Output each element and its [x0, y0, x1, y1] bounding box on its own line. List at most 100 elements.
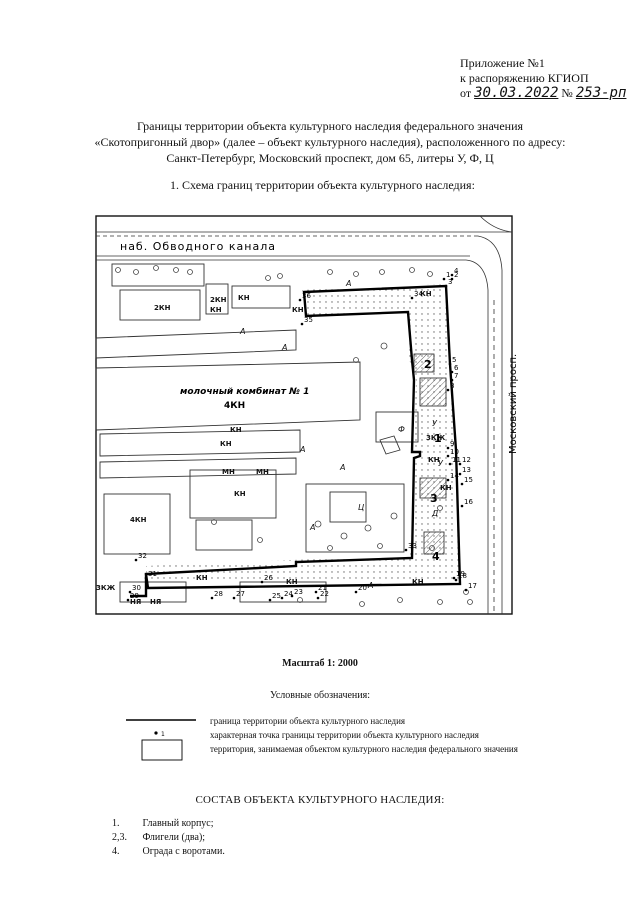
boundary-point-label: 21 — [318, 584, 327, 592]
boundary-point-label: 32 — [138, 552, 147, 560]
boundary-point-marker — [448, 462, 452, 466]
boundary-point-marker — [442, 277, 446, 281]
boundary-point-label: 15 — [464, 476, 473, 484]
boundary-point-marker — [268, 598, 272, 602]
building-code: НЯ — [150, 598, 161, 606]
boundary-point-label: 26 — [264, 574, 273, 582]
building-code: КН — [420, 290, 432, 298]
label-factory-code: 4КН — [224, 401, 245, 411]
area-letter: Д — [431, 509, 438, 518]
composition-item-text: Ограда с воротами. — [142, 846, 225, 857]
boundary-point-marker — [290, 594, 294, 598]
appendix-date: 30.03.2022 — [474, 85, 559, 101]
building-code: 2КН — [154, 304, 171, 312]
boundary-point-label: 27 — [236, 590, 245, 598]
label-embankment: наб. Обводного канала — [120, 240, 276, 253]
composition-item: 1. Главный корпус; — [112, 818, 214, 829]
building-code: КН — [412, 578, 424, 586]
boundary-point-marker — [450, 378, 454, 382]
boundary-point-marker — [458, 472, 462, 476]
boundary-point-marker — [460, 504, 464, 508]
boundary-point-marker — [314, 590, 318, 594]
composition-title: СОСТАВ ОБЪЕКТА КУЛЬТУРНОГО НАСЛЕДИЯ: — [195, 794, 445, 806]
boundary-point-label: 23 — [294, 588, 303, 596]
boundary-point-label: 18 — [458, 572, 467, 580]
legend-title: Условные обозначения: — [269, 690, 370, 701]
boundary-point-marker — [446, 446, 450, 450]
area-letter: А — [239, 327, 245, 336]
label-factory: молочный комбинат № 1 — [180, 386, 309, 397]
object-number: 2 — [424, 358, 432, 371]
building-code: КН — [210, 306, 222, 314]
building-code: МН — [222, 468, 235, 476]
appendix-line-2: к распоряжению КГИОП — [460, 71, 589, 85]
boundary-point-label: 14 — [450, 472, 459, 480]
boundary-point-marker — [260, 580, 264, 584]
building-code: КН — [234, 490, 246, 498]
boundary-point-marker — [448, 362, 452, 366]
building-code: 2КН — [210, 296, 227, 304]
boundary-point-label: 1 — [446, 271, 450, 279]
boundary-point-marker — [354, 590, 358, 594]
legend-rect-symbol — [141, 739, 183, 761]
boundary-point-label: 17 — [468, 582, 477, 590]
object-number: 1 — [434, 432, 442, 445]
legend-point-symbol — [154, 731, 158, 735]
boundary-point-label: 29 — [130, 592, 139, 600]
boundary-point-label: 20 — [358, 584, 367, 592]
label-prospect: Московский просп. — [508, 354, 519, 454]
boundary-point-marker — [232, 596, 236, 600]
boundary-point-label: 25 — [272, 592, 281, 600]
building-code: КН — [230, 426, 242, 434]
document-title-line-3: Санкт-Петербург, Московский проспект, до… — [166, 151, 494, 165]
boundary-point-label: 33 — [408, 542, 417, 550]
heritage-territory — [146, 284, 460, 580]
scheme-title: 1. Схема границ территории объекта культ… — [170, 178, 475, 192]
boundary-point-marker — [450, 277, 454, 281]
boundary-point-label: 35 — [304, 316, 313, 324]
area-letter: А — [299, 445, 305, 454]
composition-item-number: 2,3. — [112, 832, 127, 843]
legend-item-boundary: граница территории объекта культурного н… — [210, 716, 406, 726]
boundary-point-label: 30 — [132, 584, 141, 592]
surrounding-buildings — [95, 263, 419, 603]
boundary-point-label: 3 — [448, 278, 452, 286]
boundary-point-marker — [144, 576, 148, 580]
boundary-point-marker — [450, 273, 454, 277]
boundary-point-marker — [404, 548, 408, 552]
area-letter: А — [309, 523, 315, 532]
boundary-point-marker — [280, 596, 284, 600]
composition-item-number: 4. — [112, 846, 120, 857]
building-code: НЯ — [130, 598, 141, 606]
composition-item-text: Главный корпус; — [142, 818, 214, 829]
embankment-road — [96, 231, 512, 261]
boundary-point-label: 24 — [284, 590, 293, 598]
boundary-point-marker — [460, 482, 464, 486]
building-code: КН — [238, 294, 250, 302]
boundary-point-label: 16 — [464, 498, 473, 506]
composition-item-number: 1. — [112, 818, 120, 829]
area-letter: А — [345, 279, 351, 288]
boundary-point-label: 5 — [452, 356, 456, 364]
boundary-point-label: 6 — [454, 364, 459, 372]
boundary-point-marker — [126, 598, 130, 602]
boundary-point-marker — [450, 370, 454, 374]
appendix-date-line: от 30.03.2022 № 253-рп — [460, 86, 626, 101]
boundary-point-label: 9 — [450, 440, 454, 448]
legend-symbols: 1 — [126, 719, 196, 761]
boundary-point-marker — [446, 454, 450, 458]
building-code: 4КН — [130, 516, 147, 524]
building-code: КН — [440, 484, 452, 492]
boundary-point-label: 10 — [450, 448, 459, 456]
area-letter: А — [339, 463, 345, 472]
building-code: КН — [428, 456, 440, 464]
area-letter: А — [367, 581, 373, 590]
boundary-point-marker — [298, 298, 302, 302]
boundary-point-marker — [300, 322, 304, 326]
boundary-point-marker — [446, 478, 450, 482]
appendix-number: 253-рп — [575, 85, 627, 101]
